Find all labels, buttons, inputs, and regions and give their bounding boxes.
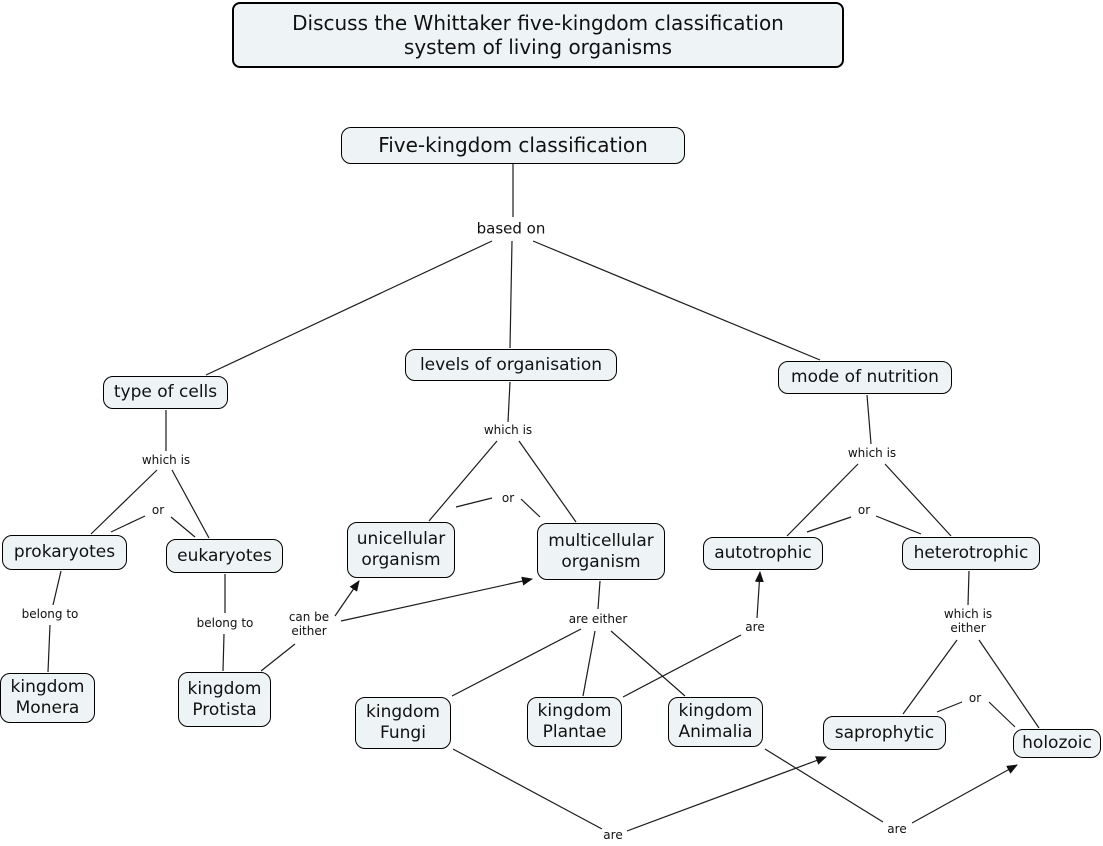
link-label-are-holozoic[interactable]: are [885, 822, 909, 837]
connector-or-eukaryotes [170, 516, 196, 538]
concept-type-of-cells[interactable]: type of cells [103, 376, 228, 409]
link-label-which-is-levels[interactable]: which is [481, 423, 535, 438]
connector-are-autotrophic-arrow [754, 571, 764, 619]
question-box[interactable]: Discuss the Whittaker five-kingdom class… [232, 2, 844, 68]
connector-protista-canbeeither [260, 643, 296, 672]
connector-areeither-animalia [610, 630, 686, 697]
concept-kingdom-monera[interactable]: kingdom Monera [0, 673, 95, 723]
connector-unicellular-or [455, 497, 493, 508]
concept-unicellular-organism[interactable]: unicellular organism [347, 522, 455, 578]
link-label-based-on[interactable]: based on [474, 219, 548, 238]
link-label-or-auto-hetero[interactable]: or [855, 503, 873, 518]
connector-or-holozoic [988, 701, 1016, 728]
connector-whichis-multicellular [518, 440, 577, 523]
link-label-or-prok-euk[interactable]: or [149, 503, 167, 518]
connector-whichis-prokaryotes [90, 469, 158, 535]
connector-basedon-nutrition [532, 240, 821, 361]
link-label-or-uni-multi[interactable]: or [499, 491, 517, 506]
concept-holozoic[interactable]: holozoic [1013, 729, 1101, 758]
concept-prokaryotes[interactable]: prokaryotes [2, 535, 127, 570]
connector-nutrition-whichis [866, 394, 872, 445]
connector-basedon-levels [509, 240, 513, 349]
concept-autotrophic[interactable]: autotrophic [703, 537, 823, 570]
connector-or-multicellular [520, 498, 541, 518]
connector-whichis-autotrophic [786, 463, 859, 537]
connector-canbeeither-multicellular-arrow [340, 576, 533, 622]
connector-basedon-typeofcells [205, 240, 493, 376]
connector-fungi-are [452, 748, 603, 830]
concept-kingdom-protista[interactable]: kingdom Protista [178, 672, 271, 727]
link-label-can-be-either[interactable]: can be either [286, 610, 332, 639]
concept-mode-of-nutrition[interactable]: mode of nutrition [778, 361, 952, 394]
concept-saprophytic[interactable]: saprophytic [823, 716, 946, 750]
concept-five-kingdom[interactable]: Five-kingdom classification [341, 127, 685, 164]
connector-saprophytic-or [936, 701, 963, 713]
concept-levels-of-organisation[interactable]: levels of organisation [405, 349, 617, 381]
connector-prokaryotes-or [110, 515, 146, 533]
connector-are-holozoic-arrow [911, 764, 1018, 824]
link-label-which-is-either[interactable]: which is either [941, 607, 995, 636]
connector-areeither-plantae [582, 630, 596, 697]
concept-kingdom-fungi[interactable]: kingdom Fungi [355, 697, 451, 749]
connector-heterotrophic-whichiseither [967, 570, 970, 606]
connector-areeither-fungi [451, 628, 582, 697]
concept-eukaryotes[interactable]: eukaryotes [166, 539, 283, 573]
link-label-are-saprophytic[interactable]: are [601, 828, 625, 843]
connector-whichiseither-saprophytic [902, 639, 958, 715]
connector-canbeeither-unicellular-arrow [334, 580, 360, 617]
connector-plantae-are [622, 634, 742, 698]
connector-are-saprophytic-arrow [626, 756, 827, 832]
link-label-or-sapro-holo[interactable]: or [966, 691, 984, 706]
connector-belongto-monera [47, 624, 51, 673]
connector-belongto-protista [222, 633, 225, 672]
connector-whichis-eukaryotes [171, 469, 210, 539]
concept-kingdom-animalia[interactable]: kingdom Animalia [668, 697, 763, 747]
connector-levels-whichis [507, 381, 511, 423]
link-label-belong-to-monera[interactable]: belong to [19, 607, 81, 622]
connector-whichiseither-holozoic [978, 639, 1040, 729]
link-label-which-is-cells[interactable]: which is [139, 453, 193, 468]
connector-prokaryotes-belongto [52, 570, 62, 606]
connector-or-heterotrophic [875, 515, 922, 535]
concept-kingdom-plantae[interactable]: kingdom Plantae [527, 697, 622, 747]
concept-heterotrophic[interactable]: heterotrophic [902, 537, 1040, 570]
link-label-are-either[interactable]: are either [566, 612, 630, 627]
connector-whichis-unicellular [428, 440, 498, 522]
link-label-which-is-nutrition[interactable]: which is [845, 446, 899, 461]
link-label-are-autotrophic[interactable]: are [743, 620, 767, 635]
concept-multicellular-organism[interactable]: multicellular organism [537, 523, 665, 580]
connector-autotrophic-or [806, 516, 852, 533]
connector-animalia-are [764, 748, 884, 823]
connector-multicellular-areeither [597, 580, 601, 610]
connector-whichis-heterotrophic [884, 463, 952, 537]
link-label-belong-to-protista[interactable]: belong to [194, 616, 256, 631]
